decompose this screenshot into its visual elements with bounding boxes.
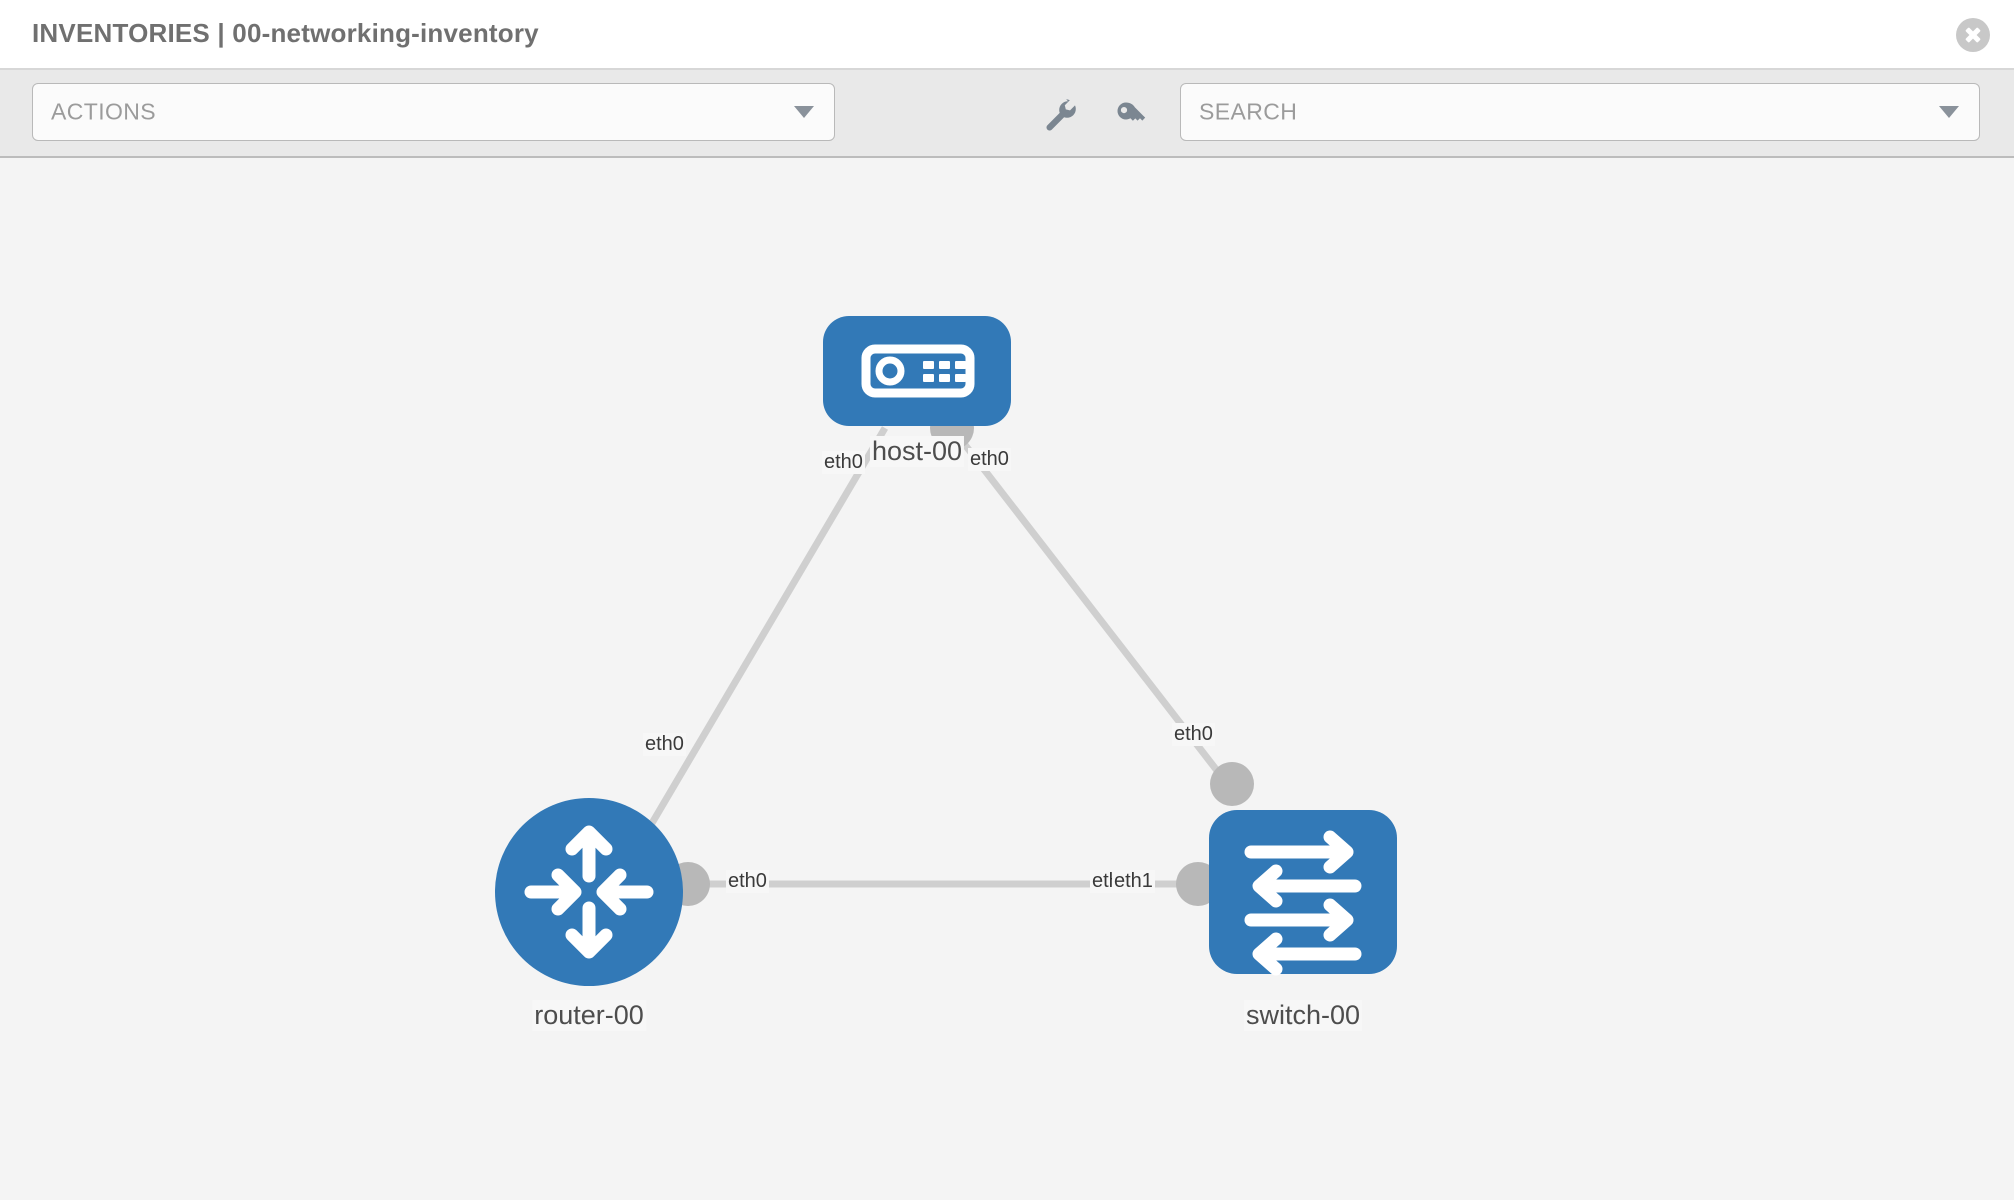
node-label-switch: switch-00 bbox=[1243, 1000, 1363, 1031]
iface-label-router-eth0-up: eth0 bbox=[643, 733, 686, 756]
links-layer bbox=[641, 425, 1235, 888]
page-title: INVENTORIES | 00-networking-inventory bbox=[32, 18, 539, 48]
topology-canvas[interactable]: host-00 router-00 switch-00 eth0 eth0 et… bbox=[0, 158, 2014, 1200]
search-placeholder: SEARCH bbox=[1199, 98, 1298, 125]
chevron-down-icon bbox=[1939, 106, 1959, 118]
close-icon[interactable] bbox=[1956, 18, 1990, 52]
node-label-router: router-00 bbox=[532, 1000, 646, 1031]
topology-graph[interactable] bbox=[0, 158, 2014, 1200]
actions-dropdown[interactable]: ACTIONS bbox=[32, 83, 835, 141]
node-host-00[interactable] bbox=[823, 316, 1011, 426]
wrench-icon[interactable] bbox=[1043, 98, 1079, 134]
iface-label-switch-eth0-up: eth0 bbox=[1172, 723, 1215, 746]
port-stub[interactable] bbox=[1210, 762, 1254, 806]
node-router-00[interactable] bbox=[495, 798, 683, 986]
key-icon[interactable] bbox=[1113, 98, 1149, 134]
node-switch-00[interactable] bbox=[1209, 810, 1397, 976]
iface-label-host-eth0-right: eth0 bbox=[968, 448, 1011, 471]
title-bar: INVENTORIES | 00-networking-inventory bbox=[0, 0, 2014, 70]
chevron-down-icon bbox=[794, 106, 814, 118]
link-host-router[interactable] bbox=[641, 426, 889, 837]
toolbar: ACTIONS SEARCH bbox=[0, 70, 2014, 158]
search-input[interactable]: SEARCH bbox=[1180, 83, 1980, 141]
iface-label-host-eth0-left: eth0 bbox=[822, 451, 865, 474]
node-label-host: host-00 bbox=[869, 436, 965, 467]
iface-label-switch-eth1: eth1 bbox=[1112, 870, 1155, 893]
iface-label-router-eth0-right: eth0 bbox=[726, 870, 769, 893]
actions-dropdown-label: ACTIONS bbox=[51, 98, 157, 125]
